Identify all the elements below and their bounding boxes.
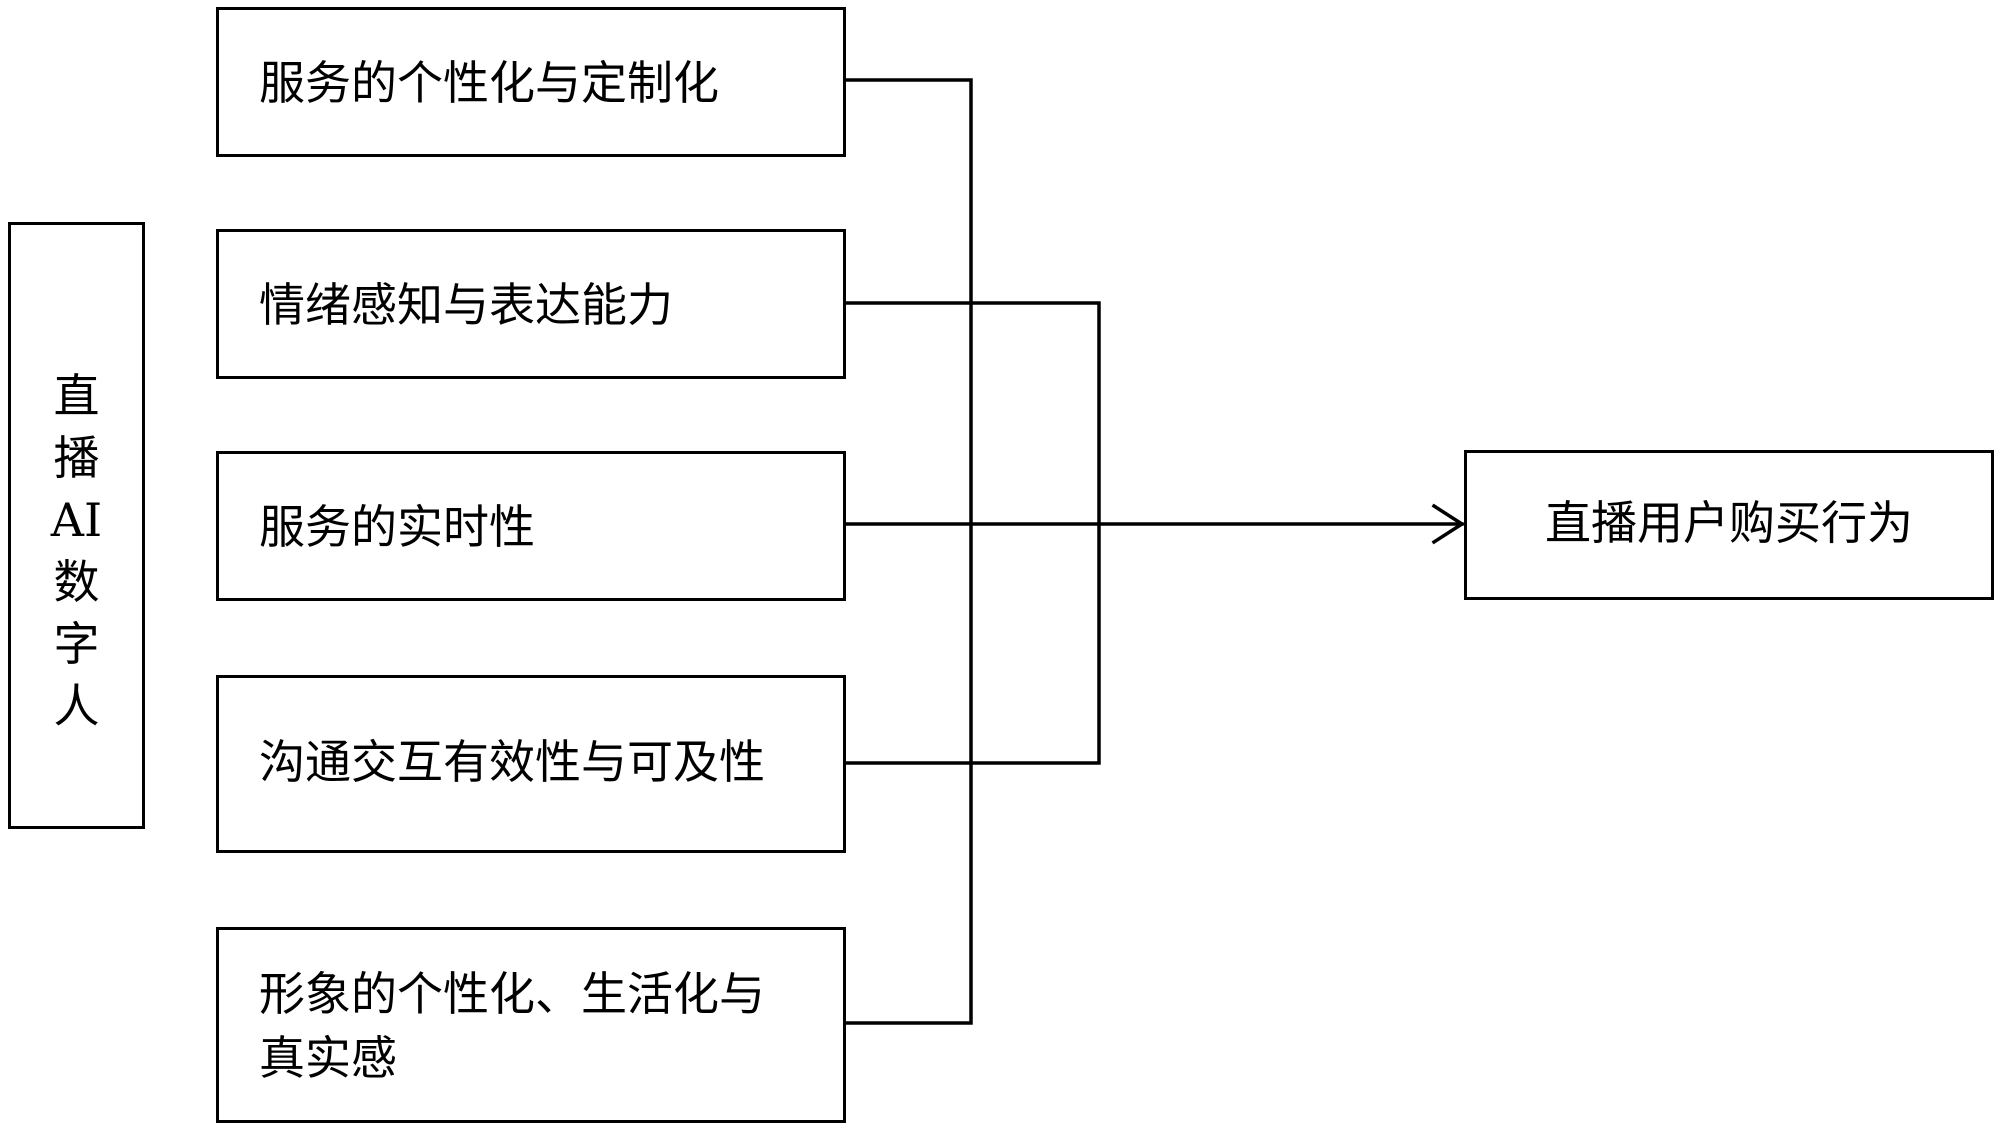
- target-label: 直播用户购买行为: [1545, 496, 1913, 550]
- factor-node-emotion: 情绪感知与表达能力: [216, 229, 846, 379]
- source-node: 直 播 AI 数 字 人: [8, 222, 145, 829]
- connector-outer-bracket: [844, 78, 973, 1025]
- target-node: 直播用户购买行为: [1464, 450, 1994, 600]
- factor-node-realtime: 服务的实时性: [216, 451, 846, 601]
- arrowhead-icon: [1431, 503, 1466, 545]
- factor-node-personalization: 服务的个性化与定制化: [216, 7, 846, 157]
- source-line: 播: [53, 431, 100, 485]
- factor-label: 服务的实时性: [259, 500, 535, 554]
- source-line: 字: [53, 617, 100, 671]
- connector-inner-bracket: [844, 301, 1101, 765]
- source-line: AI: [50, 493, 103, 547]
- source-line: 人: [53, 679, 100, 733]
- source-line: 直: [53, 369, 100, 423]
- factor-node-communication: 沟通交互有效性与可及性: [216, 675, 846, 853]
- factor-label-line-1: 形象的个性化、生活化与: [259, 967, 765, 1021]
- factor-label: 服务的个性化与定制化: [259, 56, 719, 110]
- factor-label: 情绪感知与表达能力: [259, 278, 673, 332]
- factor-node-image: 形象的个性化、生活化与 真实感: [216, 927, 846, 1123]
- source-line: 数: [53, 555, 100, 609]
- factor-label-line-2: 真实感: [259, 1031, 397, 1085]
- factor-label: 沟通交互有效性与可及性: [259, 735, 765, 789]
